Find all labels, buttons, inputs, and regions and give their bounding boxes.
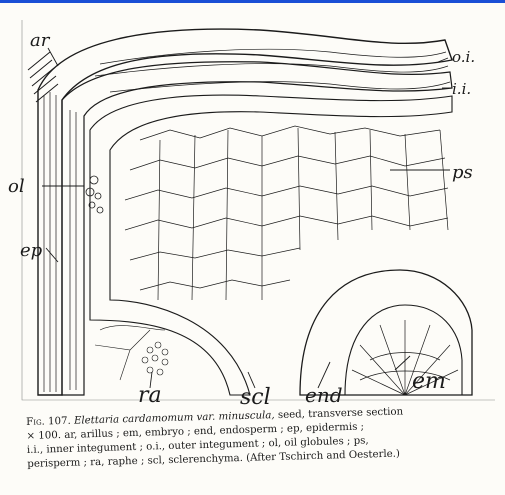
caption-line-1-rest: seed, transverse section <box>278 406 404 420</box>
label-ar: ar <box>30 30 51 51</box>
outer-integument <box>38 29 452 395</box>
label-scl: scl <box>240 385 271 410</box>
label-ra: ra <box>138 383 162 408</box>
label-oi: o.i. <box>452 48 475 66</box>
label-em: em <box>412 369 446 394</box>
endosperm <box>300 270 472 395</box>
leader-lines <box>42 48 452 388</box>
caption-figure-number: Fig. 107. <box>26 416 71 428</box>
sclerenchyma-band <box>90 95 452 395</box>
oil-globules <box>86 176 103 213</box>
label-ol: ol <box>8 176 25 197</box>
perisperm-cells <box>125 126 448 300</box>
raphe-cells <box>95 326 168 380</box>
arillus <box>28 52 58 102</box>
label-ii: i.i. <box>452 80 471 98</box>
label-end: end <box>305 383 343 407</box>
label-ep: ep <box>20 240 43 261</box>
figure-frame <box>22 20 495 400</box>
label-ps: ps <box>452 162 473 183</box>
